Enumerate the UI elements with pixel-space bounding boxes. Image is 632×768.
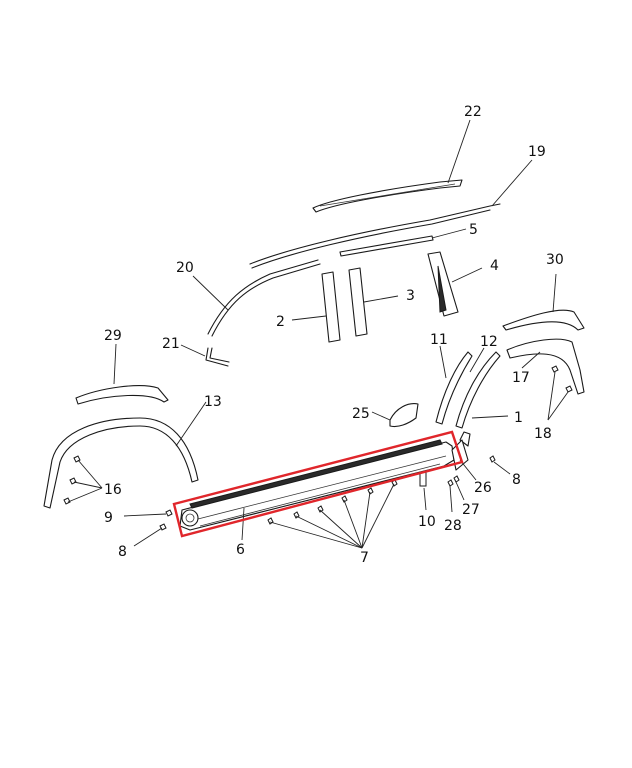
part-4-d-pillar-applique [427,251,483,317]
part-8-screw-right [489,455,511,475]
callout-29: 29 [104,328,122,344]
callout-26: 26 [474,480,492,496]
part-13-front-wheel-flare [43,401,207,509]
callout-3: 3 [406,288,415,304]
part-6-rocker-molding [179,439,455,541]
callout-17: 17 [512,370,530,386]
part-11-door-molding [435,345,473,425]
callout-2: 2 [276,314,285,330]
callout-25: 25 [352,406,370,422]
callout-12: 12 [480,334,498,350]
part-17-rear-wheel-flare [506,338,585,395]
callout-22: 22 [464,104,482,120]
part-3-c-pillar-applique [348,267,399,337]
callout-30: 30 [546,252,564,268]
part-19-roof-molding [249,159,533,269]
callout-9: 9 [104,510,113,526]
part-16-clips [63,455,103,505]
callout-18: 18 [534,426,552,442]
callout-11: 11 [430,332,448,348]
part-2-b-pillar-applique [291,271,341,343]
part-8-screw-left [133,523,167,547]
part-30-rear-flare-upper [502,273,585,331]
callout-19: 19 [528,144,546,160]
callout-27: 27 [462,502,480,518]
callout-7: 7 [360,550,369,566]
part-10-fastener [419,471,427,511]
callout-20: 20 [176,260,194,276]
part-25-fuel-door [371,403,419,428]
part-5-belt-molding [339,228,467,257]
callout-1: 1 [514,410,523,426]
callout-4: 4 [490,258,499,274]
part-27-screw [453,475,465,501]
callout-13: 13 [204,394,222,410]
highlight-box [172,430,464,538]
part-1-rear-door-molding [459,415,509,447]
part-21-bracket [180,344,230,367]
part-20-a-pillar-molding [192,259,321,337]
callout-labels: 22 19 5 20 4 2 3 30 29 21 11 12 17 13 25… [104,104,564,566]
callout-16: 16 [104,482,122,498]
part-18-clips [547,365,573,421]
part-22-roof-rail [312,119,471,213]
part-28-screw [447,479,454,513]
part-12-door-molding [455,347,501,429]
callout-21: 21 [162,336,180,352]
callout-8-left: 8 [118,544,127,560]
part-7-clips [267,479,398,549]
callout-8-right: 8 [512,472,521,488]
callout-6: 6 [236,542,245,558]
part-29-front-flare-upper [75,343,169,405]
callout-28: 28 [444,518,462,534]
callout-5: 5 [469,222,478,238]
part-9-clip [123,509,173,517]
callout-10: 10 [418,514,436,530]
